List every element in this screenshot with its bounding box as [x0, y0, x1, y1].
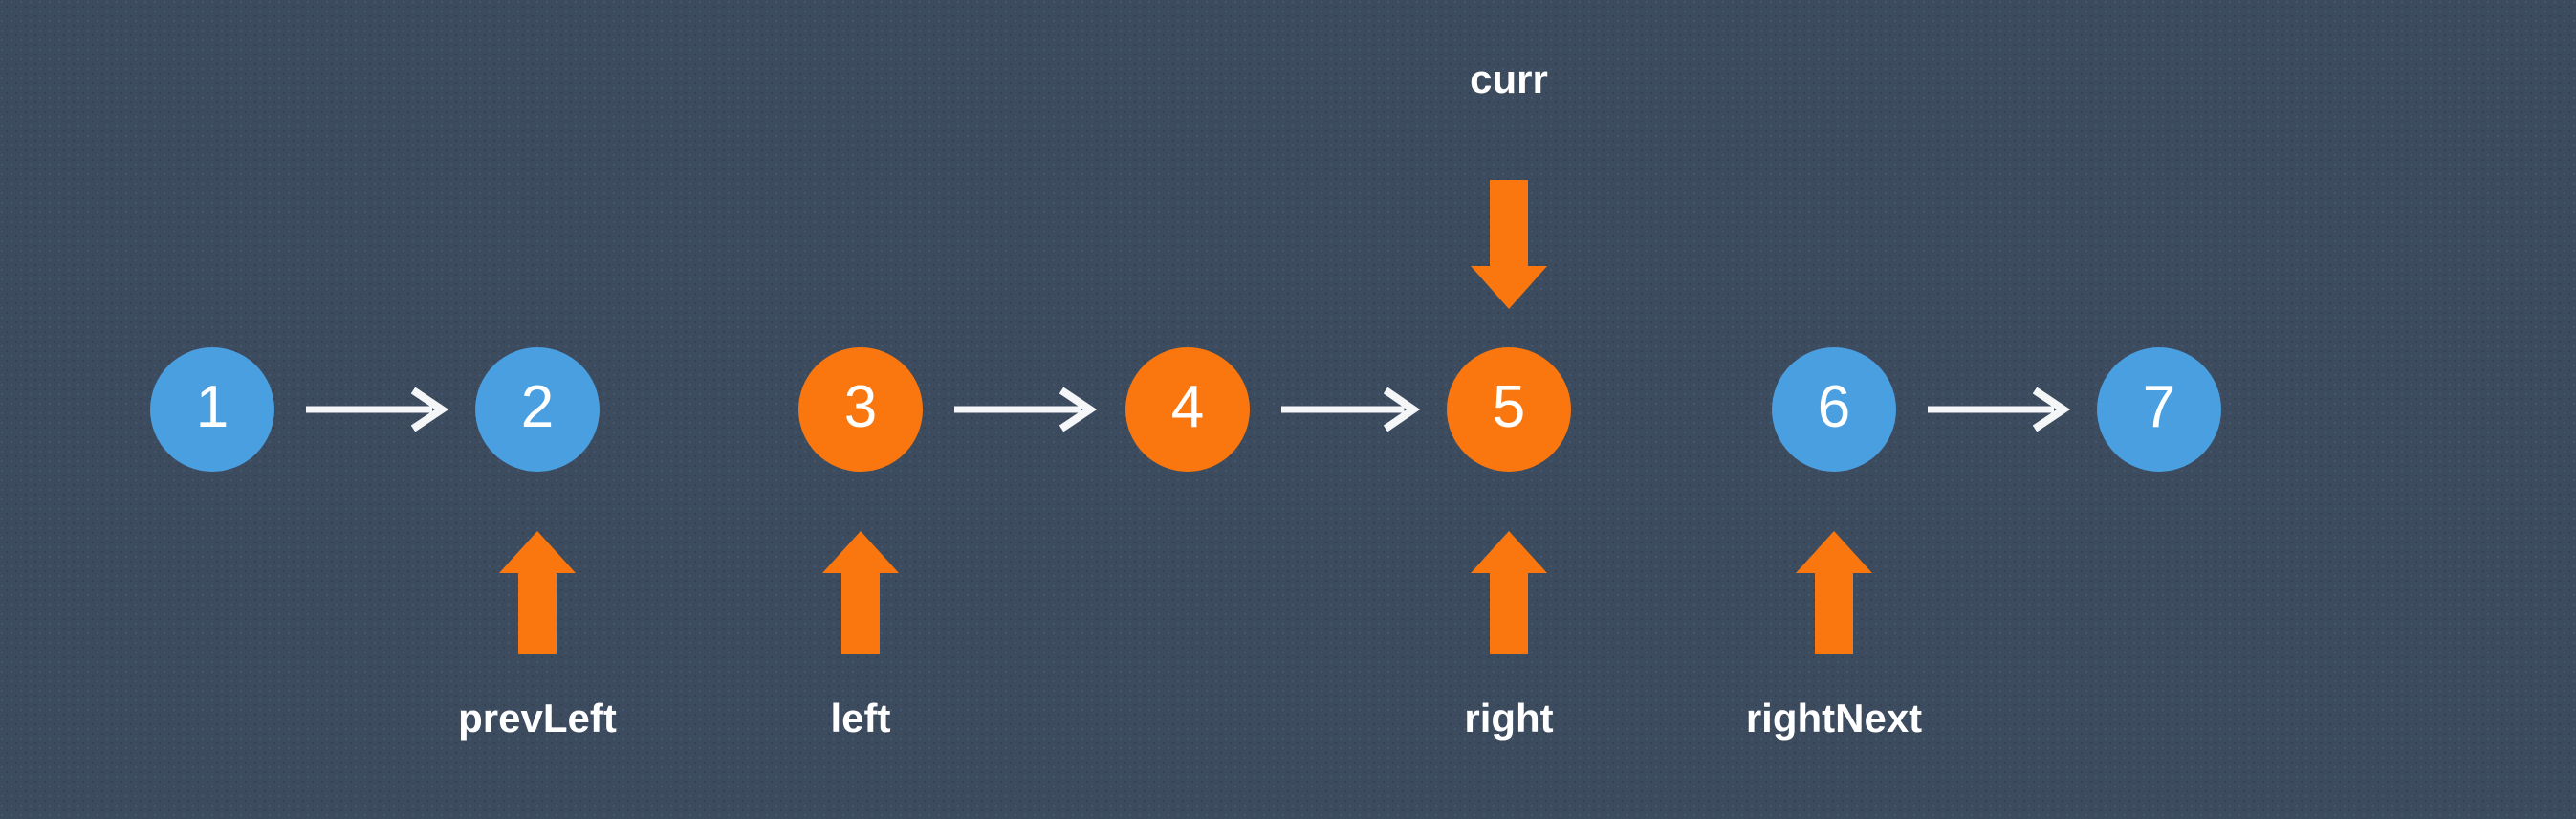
- pointer-arrow-prevleft-up-icon: [498, 531, 577, 655]
- node-4-value: 4: [1170, 374, 1205, 440]
- pointer-label-right: right: [1464, 696, 1554, 741]
- node-2-value: 2: [520, 374, 555, 440]
- node-7[interactable]: 7: [2097, 347, 2221, 472]
- node-3-value: 3: [843, 374, 878, 440]
- node-1[interactable]: 1: [150, 347, 274, 472]
- node-3[interactable]: 3: [798, 347, 923, 472]
- connector-arrow-3-to-4: [954, 381, 1098, 438]
- pointer-label-rightnext: rightNext: [1745, 696, 1923, 741]
- node-1-value: 1: [195, 374, 229, 440]
- node-5[interactable]: 5: [1447, 347, 1571, 472]
- pointer-label-left: left: [830, 696, 891, 741]
- connector-arrow-1-to-2: [306, 381, 449, 438]
- connector-arrow-6-to-7: [1928, 381, 2071, 438]
- node-6[interactable]: 6: [1772, 347, 1896, 472]
- pointer-arrow-right-up-icon: [1470, 531, 1548, 655]
- connector-arrow-4-to-5: [1281, 381, 1421, 438]
- node-6-value: 6: [1817, 374, 1851, 440]
- pointer-label-curr: curr: [1470, 56, 1548, 101]
- pointer-arrow-curr-down-icon: [1470, 180, 1548, 310]
- pointer-label-prevleft: prevLeft: [458, 696, 617, 741]
- node-7-value: 7: [2142, 374, 2176, 440]
- pointer-arrow-left-up-icon: [821, 531, 900, 655]
- node-5-value: 5: [1492, 374, 1526, 440]
- node-2[interactable]: 2: [475, 347, 600, 472]
- node-4[interactable]: 4: [1125, 347, 1250, 472]
- pointer-arrow-rightnext-up-icon: [1795, 531, 1873, 655]
